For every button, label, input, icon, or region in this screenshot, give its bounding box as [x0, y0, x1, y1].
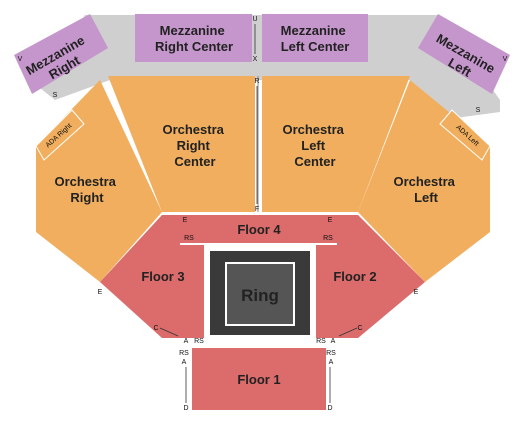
row-marker-a-f1-right: A	[182, 359, 187, 366]
svg-text:Orchestra Right Ce: Orchestra Right Center	[162, 122, 227, 169]
svg-text:Mezzanine Left Center: Mezzanine Left Center	[281, 23, 350, 54]
row-marker-c-f2: C	[357, 325, 362, 332]
ring-area: Ring	[205, 247, 315, 339]
row-marker-rs-f3: RS	[194, 338, 204, 345]
row-markers: U X R F V S V S E E RS RS E E C C A RS R…	[18, 16, 508, 412]
orchestra-left-line2: Left	[414, 190, 439, 205]
row-marker-c-f3: C	[153, 325, 158, 332]
section-orchestra-right-center[interactable]: Orchestra Right Center	[108, 76, 255, 212]
section-floor-3[interactable]: Floor 3	[100, 215, 204, 338]
orchestra-right-line1: Orchestra	[54, 174, 116, 189]
mezzanine-left-center-line2: Left Center	[281, 39, 350, 54]
row-marker-e-f2: E	[414, 289, 419, 296]
section-floor-2[interactable]: Floor 2	[316, 215, 425, 338]
floor-3-label: Floor 3	[141, 269, 184, 284]
row-marker-x: X	[253, 56, 258, 63]
marker-connectors	[159, 24, 358, 403]
row-marker-rs-f1-left: RS	[326, 350, 336, 357]
row-marker-a-f2: A	[331, 338, 336, 345]
floor-2-label: Floor 2	[333, 269, 376, 284]
row-marker-f: F	[255, 206, 259, 213]
row-marker-rs-f4-left: RS	[323, 235, 333, 242]
mezzanine-left-center-line1: Mezzanine	[281, 23, 346, 38]
svg-text:Orchestra Left: Orchestra Left	[393, 174, 458, 205]
row-marker-a-f3: A	[184, 338, 189, 345]
row-marker-d-f1-right: D	[183, 405, 188, 412]
orchestra-right-center-line2: Right	[177, 138, 211, 153]
orchestra-left-center-line3: Center	[294, 154, 335, 169]
row-marker-a-f1-left: A	[329, 359, 334, 366]
orchestra-right-center-line3: Center	[174, 154, 215, 169]
orchestra-left-line1: Orchestra	[393, 174, 455, 189]
floor-1-label: Floor 1	[237, 372, 280, 387]
section-floor-1[interactable]: Floor 1	[192, 348, 326, 410]
orchestra-right-line2: Right	[70, 190, 104, 205]
svg-text:Orchestra Left Cen: Orchestra Left Center	[282, 122, 347, 169]
row-marker-e-f4-right: E	[183, 217, 188, 224]
orchestra-left-center-line2: Left	[301, 138, 326, 153]
row-marker-rs-f4-right: RS	[184, 235, 194, 242]
row-marker-rs-f2: RS	[316, 338, 326, 345]
section-orchestra-left-center[interactable]: Orchestra Left Center	[262, 76, 410, 212]
section-mezzanine-left-center[interactable]: Mezzanine Left Center	[262, 14, 368, 62]
row-marker-d-f1-left: D	[327, 405, 332, 412]
row-marker-v-left: V	[503, 56, 508, 63]
orchestra-right-center-line1: Orchestra	[162, 122, 224, 137]
section-ada-left[interactable]: ADA Left	[439, 109, 491, 161]
section-floor-4[interactable]: Floor 4	[180, 215, 337, 243]
row-marker-s-left: S	[476, 107, 481, 114]
mezzanine-right-center-line1: Mezzanine	[160, 23, 225, 38]
row-marker-u: U	[252, 16, 257, 23]
ring-label: Ring	[241, 286, 279, 305]
row-marker-rs-f1-right: RS	[179, 350, 189, 357]
row-marker-r: R	[254, 78, 259, 85]
floor-4-label: Floor 4	[237, 222, 281, 237]
row-marker-e-f4-left: E	[328, 217, 333, 224]
svg-text:Orchestra Right: Orchestra Right	[54, 174, 119, 205]
row-marker-s-right: S	[53, 92, 58, 99]
orchestra-left-center-line1: Orchestra	[282, 122, 344, 137]
section-mezzanine-right-center[interactable]: Mezzanine Right Center	[135, 14, 252, 62]
row-marker-e-f3: E	[98, 289, 103, 296]
row-marker-v-right: V	[18, 56, 23, 63]
svg-text:Mezzanine Right Center: Mezzanine Right Center	[155, 23, 233, 54]
mezzanine-right-center-line2: Right Center	[155, 39, 233, 54]
